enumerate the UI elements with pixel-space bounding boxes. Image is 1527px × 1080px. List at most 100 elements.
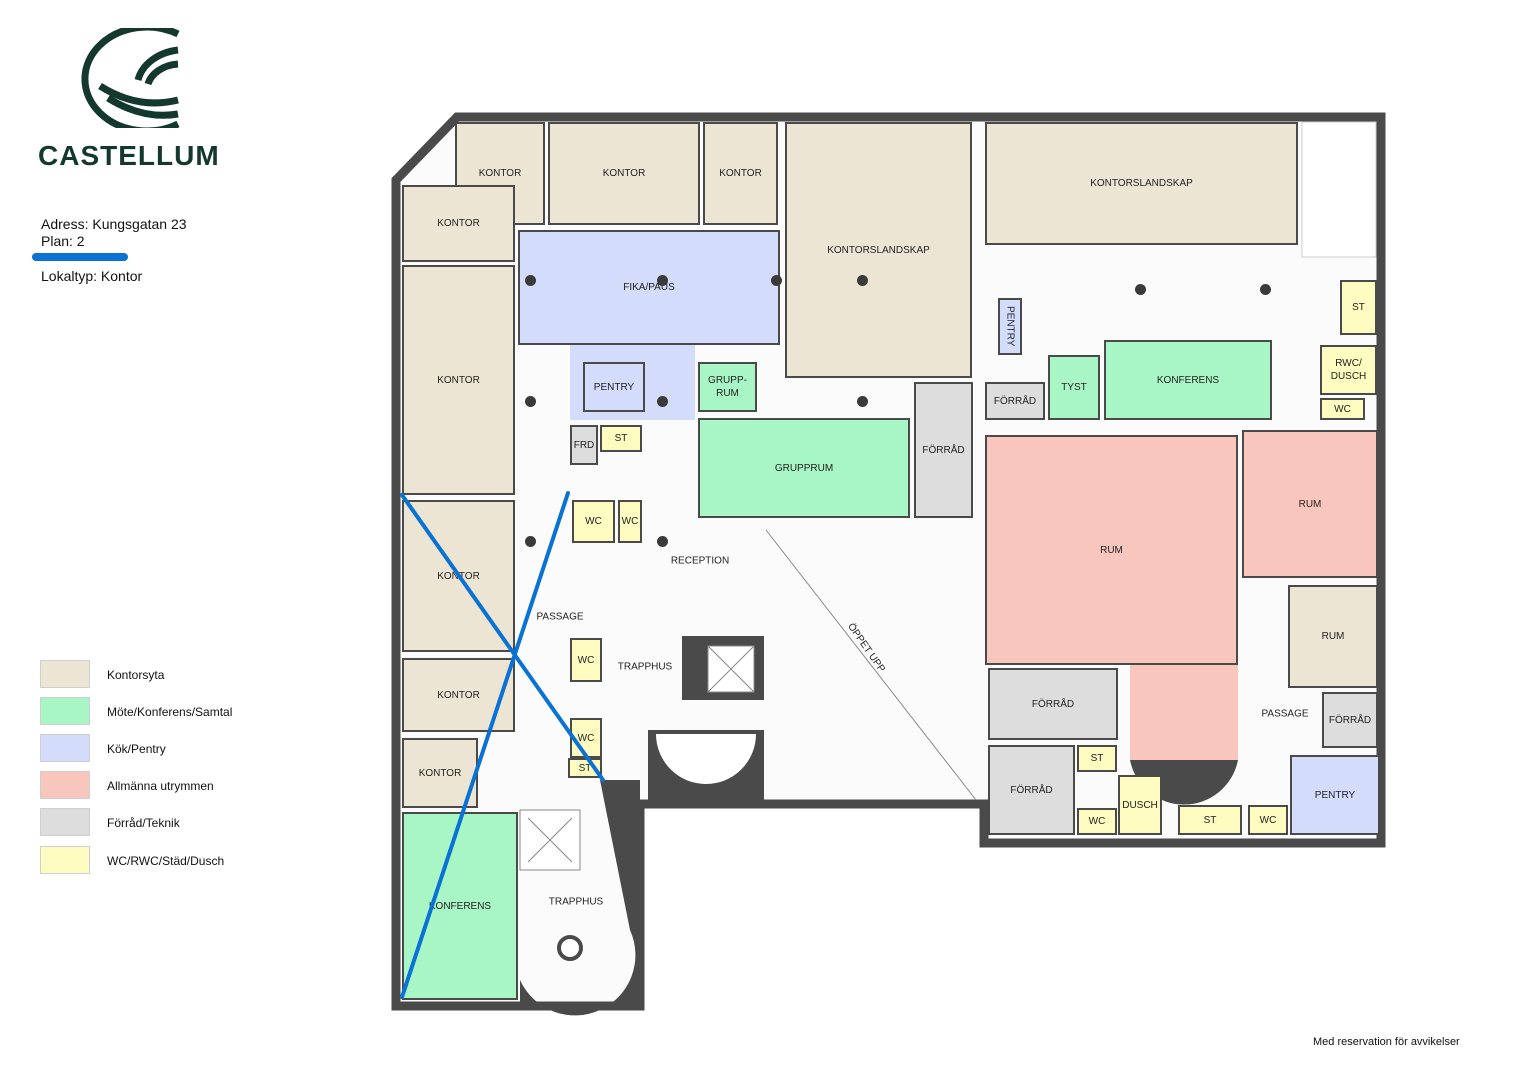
- room-förråd: FÖRRÅD: [988, 668, 1118, 740]
- castellum-logo: CASTELLUM: [38, 28, 228, 178]
- room-kontorslandskap: KONTORSLANDSKAP: [985, 122, 1298, 245]
- room-konferens: KONFERENS: [402, 812, 518, 1000]
- room-st: ST: [1178, 805, 1242, 835]
- room-wc: WC: [618, 500, 642, 543]
- pillar-icon: [657, 536, 668, 547]
- room-kontor: KONTOR: [402, 658, 515, 732]
- room-label: KONTOR: [418, 767, 462, 779]
- logo-mark-icon: [81, 28, 180, 128]
- room-label: KONTORSLANDSKAP: [827, 244, 930, 256]
- room-kontor: KONTOR: [402, 738, 478, 808]
- legend-swatch: [40, 660, 90, 688]
- room-label: RWC/ DUSCH: [1330, 358, 1367, 382]
- room-label: KONTOR: [478, 168, 522, 179]
- room-label: WC: [577, 732, 595, 744]
- room-label: WC: [1334, 403, 1351, 415]
- room-label: FÖRRÅD: [1328, 714, 1372, 726]
- room-rwc-dusch: RWC/ DUSCH: [1320, 345, 1377, 395]
- lokaltyp-text: Lokaltyp: Kontor: [41, 268, 143, 284]
- room-dusch: DUSCH: [1118, 775, 1162, 835]
- room-extension: [1130, 660, 1238, 760]
- legend-label: Kök/Pentry: [107, 742, 166, 756]
- legend-swatch: [40, 697, 90, 725]
- room-label: PENTRY: [1004, 306, 1016, 347]
- area-label: PASSAGE: [1261, 708, 1309, 720]
- room-kontor: KONTOR: [703, 122, 778, 225]
- room-label: ST: [614, 433, 628, 444]
- room-label: FÖRRÅD: [993, 395, 1037, 407]
- room-kontor: KONTOR: [402, 265, 515, 495]
- room-kontor: KONTOR: [548, 122, 700, 225]
- room-label: WC: [585, 516, 602, 527]
- plan-text: Plan: 2: [41, 233, 85, 249]
- pillar-icon: [657, 396, 668, 407]
- room-st: ST: [568, 758, 602, 778]
- room-label: WC: [1088, 816, 1106, 827]
- room-st: ST: [1340, 280, 1377, 335]
- room-label: FÖRRÅD: [1031, 698, 1075, 710]
- room-grupp-rum: GRUPP-RUM: [698, 362, 757, 412]
- room-label: FÖRRÅD: [1010, 784, 1053, 796]
- legend-label: WC/RWC/Städ/Dusch: [107, 854, 225, 868]
- room-label: ST: [1090, 753, 1104, 764]
- room-label: RUM: [1298, 498, 1322, 510]
- room-rum: RUM: [985, 435, 1238, 665]
- logo-text: CASTELLUM: [38, 140, 220, 171]
- redaction-mark: [32, 253, 128, 261]
- room-st: ST: [600, 425, 642, 452]
- room-wc: WC: [570, 638, 602, 682]
- room-label: GRUPPRUM: [774, 462, 834, 474]
- pillar-icon: [1135, 284, 1146, 295]
- room-förråd: FÖRRÅD: [985, 382, 1045, 420]
- room-pentry: PENTRY: [583, 362, 645, 412]
- room-wc: WC: [572, 500, 615, 543]
- room-label: KONTOR: [437, 374, 480, 386]
- room-label: WC: [1259, 814, 1277, 826]
- room-frd: FRD: [570, 425, 598, 465]
- room-kontor: KONTOR: [402, 500, 515, 652]
- room-label: KONFERENS: [428, 900, 492, 912]
- legend-swatch: [40, 808, 90, 836]
- room-kontorslandskap: KONTORSLANDSKAP: [785, 122, 972, 378]
- room-kontor: KONTOR: [402, 185, 515, 262]
- legend-swatch: [40, 846, 90, 874]
- room-label: WC: [577, 654, 595, 666]
- legend-label: Kontorsyta: [107, 668, 165, 682]
- pillar-icon: [525, 536, 536, 547]
- room-grupprum: GRUPPRUM: [698, 418, 910, 518]
- room-label: KONTORSLANDSKAP: [1090, 178, 1193, 189]
- disclaimer-text: Med reservation för avvikelser: [1313, 1036, 1460, 1048]
- room-label: KONTOR: [437, 570, 480, 582]
- room-label: RUM: [1100, 544, 1123, 556]
- room-label: KONTOR: [719, 168, 762, 179]
- room-label: PENTRY: [593, 381, 635, 393]
- legend-swatch: [40, 771, 90, 799]
- room-label: PENTRY: [1314, 789, 1356, 801]
- room-rum: RUM: [1288, 585, 1378, 688]
- pillar-icon: [525, 396, 536, 407]
- pillar-icon: [657, 275, 668, 286]
- area-label: PASSAGE: [536, 611, 584, 623]
- legend-label: Allmänna utrymmen: [107, 779, 214, 793]
- pillar-icon: [771, 275, 782, 286]
- pillar-icon: [1260, 284, 1271, 295]
- room-label: RUM: [1321, 631, 1345, 642]
- room-konferens: KONFERENS: [1104, 340, 1272, 420]
- room-rum: RUM: [1242, 430, 1378, 578]
- room-wc: WC: [1248, 805, 1288, 835]
- area-label: RECEPTION: [670, 555, 730, 567]
- room-label: KONTOR: [437, 218, 480, 229]
- room-wc: WC: [570, 718, 602, 758]
- room-förråd: FÖRRÅD: [988, 745, 1075, 835]
- room-label: ST: [578, 762, 592, 774]
- pillar-icon: [525, 275, 536, 286]
- pillar-icon: [857, 275, 868, 286]
- room-label: ST: [1203, 814, 1217, 826]
- room-label: ST: [1352, 302, 1365, 313]
- room-label: KONTOR: [602, 168, 646, 179]
- legend-label: Möte/Konferens/Samtal: [107, 705, 233, 719]
- room-label: KONFERENS: [1156, 374, 1220, 386]
- room-tyst: TYST: [1048, 355, 1100, 420]
- room-fika-paus: FIKA/PAUS: [518, 230, 780, 345]
